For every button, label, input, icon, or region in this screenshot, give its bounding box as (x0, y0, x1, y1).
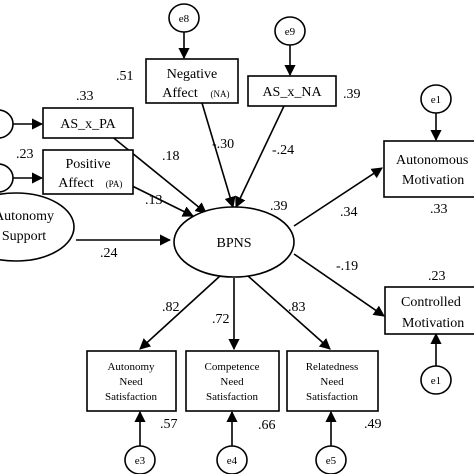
coef-bpns-r2: .39 (270, 199, 288, 214)
coef-bpns-to-relneed: .83 (288, 300, 306, 315)
autonomy-need-line1: Autonomy (107, 361, 155, 373)
box-positive-affect (42, 149, 134, 195)
edge-bpns-to-autonomous-motivation (293, 167, 383, 227)
error-node-e1-top (420, 84, 452, 114)
edge-negative-affect-to-bpns (201, 102, 236, 209)
coef-as-x-pa-r2: .33 (76, 89, 94, 104)
coef-asxpa-to-bpns: .18 (162, 149, 180, 164)
autonomy-support-line2: Support (2, 229, 46, 244)
coef-autoneed-r2: .57 (160, 417, 178, 432)
error-label-e3: e3 (135, 455, 146, 467)
edge-as-x-pa-to-bpns (109, 134, 207, 214)
box-as-x-na (247, 75, 337, 107)
controlled-motivation-line1: Controlled (401, 295, 461, 310)
coef-asxna-to-bpns: -.24 (272, 143, 294, 158)
negative-affect-abbr: (NA) (211, 89, 230, 99)
error-node-e3 (124, 445, 156, 474)
relatedness-need-line2: Need (320, 376, 344, 388)
as-x-na-label: AS_x_NA (262, 85, 322, 100)
error-label-e5: e5 (326, 455, 337, 467)
positive-affect-line2: Affect (58, 176, 94, 191)
autonomy-need-line2: Need (119, 376, 143, 388)
controlled-motivation-line2: Motivation (402, 316, 464, 331)
edge-as-x-na-to-bpns (235, 105, 285, 209)
relatedness-need-line1: Relatedness (306, 361, 359, 373)
edge-bpns-to-controlled-motivation (293, 253, 385, 317)
error-label-e1-top: e1 (431, 94, 441, 106)
coef-as-to-bpns: .24 (100, 246, 118, 261)
error-node-left-bottom (0, 163, 14, 193)
box-negative-affect (145, 58, 239, 104)
coef-bpns-to-autoneed: .82 (162, 300, 180, 315)
coef-na-r2: .51 (116, 69, 134, 84)
coef-bpns-to-ctrl: -.19 (336, 259, 358, 274)
coef-relneed-r2: .49 (364, 417, 382, 432)
box-autonomous-motivation (383, 140, 474, 198)
autonomy-need-line3: Satisfaction (105, 391, 157, 403)
box-controlled-motivation (384, 286, 474, 335)
coef-na-to-bpns: -.30 (212, 137, 234, 152)
error-label-e9: e9 (285, 26, 296, 38)
error-node-e5 (315, 445, 347, 474)
coef-auto-r2: .33 (430, 202, 448, 217)
box-competence-need (185, 350, 280, 412)
ellipse-bpns (173, 206, 295, 278)
positive-affect-line1: Positive (65, 157, 110, 172)
coef-pa-r2: .23 (16, 147, 34, 162)
box-as-x-pa (42, 107, 134, 139)
relatedness-need-line3: Satisfaction (306, 391, 358, 403)
edge-bpns-to-relatedness-need (247, 275, 331, 350)
error-node-e4 (216, 445, 248, 474)
coef-pa-to-bpns: .13 (145, 193, 163, 208)
autonomy-support-line1: Autonomy (0, 209, 54, 224)
error-node-e9 (274, 16, 306, 46)
bpns-label: BPNS (216, 236, 251, 251)
error-node-left-top (0, 109, 14, 139)
negative-affect-line1: Negative (167, 67, 218, 82)
error-label-e8: e8 (179, 13, 190, 25)
coef-bpns-to-auto: .34 (340, 205, 358, 220)
positive-affect-abbr: (PA) (106, 179, 123, 189)
ellipse-autonomy-support (0, 192, 75, 262)
error-node-e8 (168, 3, 200, 33)
autonomous-motivation-line2: Motivation (402, 173, 464, 188)
as-x-pa-label: AS_x_PA (60, 117, 116, 132)
edge-bpns-to-autonomy-need (139, 275, 221, 350)
coef-bpns-to-compneed: .72 (212, 312, 230, 327)
competence-need-line3: Satisfaction (206, 391, 258, 403)
error-label-e1-bottom: e1 (431, 375, 441, 387)
coef-as-x-na-r2: .39 (343, 87, 361, 102)
error-label-e4: e4 (227, 455, 238, 467)
error-node-e1-bottom (420, 365, 452, 395)
box-autonomy-need (86, 350, 177, 412)
coef-ctrl-r2: .23 (428, 269, 446, 284)
negative-affect-line2: Affect (162, 86, 198, 101)
competence-need-line1: Competence (205, 361, 260, 373)
box-relatedness-need (286, 350, 379, 412)
competence-need-line2: Need (220, 376, 244, 388)
coef-compneed-r2: .66 (258, 418, 276, 433)
autonomous-motivation-line1: Autonomous (396, 153, 468, 168)
